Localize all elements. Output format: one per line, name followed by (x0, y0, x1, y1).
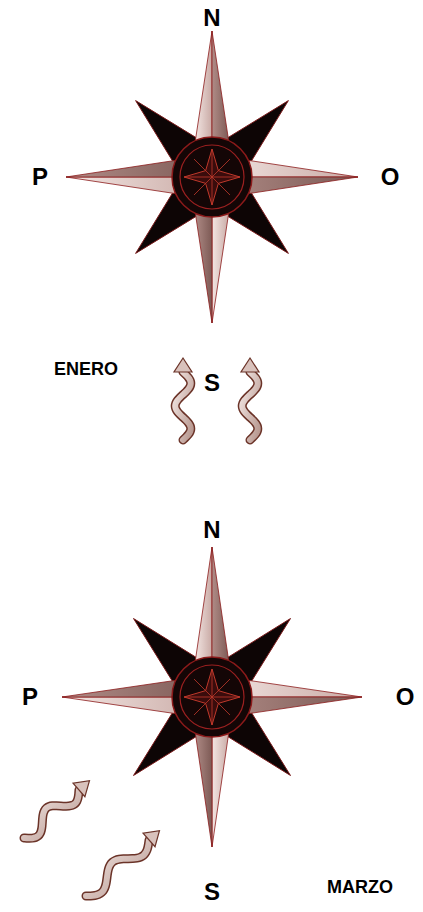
compass-hub (172, 137, 252, 217)
compass-hub-ring (180, 145, 244, 209)
wind-arrow-outline (86, 840, 149, 896)
cardinal-east: O (396, 685, 415, 709)
wind-arrow-head (174, 358, 192, 372)
wind-arrow-body (86, 840, 149, 896)
compass-hub-cross (184, 149, 240, 205)
compass-hub-ornament (184, 149, 240, 205)
compass-hub-ornament (184, 669, 240, 725)
wind-arrow (174, 358, 192, 440)
cardinal-east: O (381, 165, 400, 189)
wind-arrow-body (242, 372, 258, 440)
wind-arrow (24, 781, 90, 839)
cardinal-south: S (204, 371, 220, 395)
month-label: ENERO (54, 360, 118, 378)
wind-arrow-outline (175, 372, 191, 440)
compass-hub (172, 657, 252, 737)
compass-rose (66, 31, 358, 323)
wind-arrow (241, 358, 259, 440)
wind-arrow-head (143, 831, 159, 847)
compass-hub-cross (184, 669, 240, 725)
wind-arrow-head (241, 358, 259, 372)
wind-arrow-body (24, 790, 79, 838)
wind-arrow-outline (24, 790, 79, 838)
wind-arrow (86, 831, 159, 896)
month-label: MARZO (327, 878, 393, 896)
cardinal-west: P (32, 165, 48, 189)
cardinal-north: N (203, 518, 220, 542)
cardinal-north: N (203, 6, 220, 30)
compass-rose (62, 547, 362, 847)
wind-arrow-head (73, 781, 89, 797)
cardinal-south: S (204, 880, 220, 904)
cardinal-west: P (22, 685, 38, 709)
wind-arrow-body (175, 372, 191, 440)
wind-arrow-outline (242, 372, 258, 440)
compass-hub-ring (180, 665, 244, 729)
